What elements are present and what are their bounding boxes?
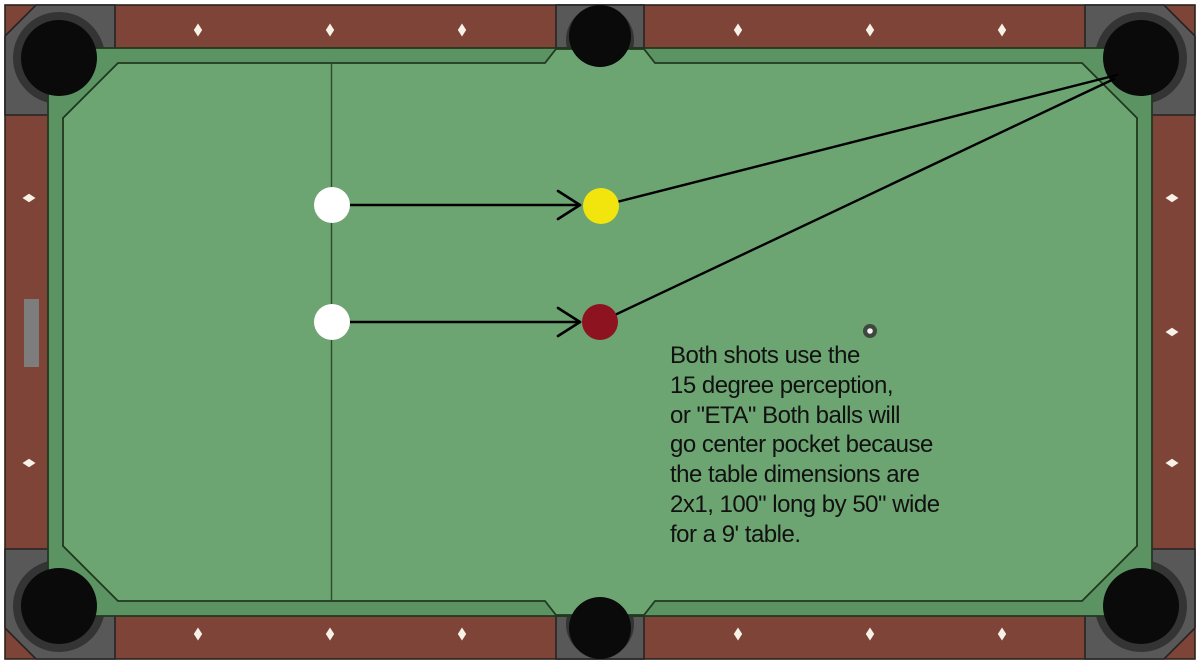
pocket-side-bottom <box>569 597 631 659</box>
object-ball-red <box>582 304 618 340</box>
pocket-side-top <box>569 5 631 67</box>
arrow-head-bottom <box>556 306 582 338</box>
cue-ball-bottom <box>314 304 350 340</box>
annotation-line: for a 9' table. <box>670 521 801 548</box>
arrow-head-top <box>556 189 582 221</box>
cue-arrows <box>332 189 582 338</box>
rail-name-plate <box>24 299 39 367</box>
pocket-top-right <box>1103 20 1179 96</box>
annotation-line: the table dimensions are <box>670 461 920 488</box>
pocket-top-left <box>21 20 97 96</box>
pocket-bottom-left <box>21 568 97 644</box>
annotation-block: Both shots use the 15 degree perception,… <box>670 342 940 548</box>
pocket-bottom-right <box>1103 568 1179 644</box>
annotation-line: go center pocket because <box>670 431 933 458</box>
annotation-line: 15 degree perception, <box>670 372 893 399</box>
shot-line-red-to-pocket <box>598 77 1116 324</box>
shot-line-yellow-to-pocket <box>599 73 1119 208</box>
small-ball-marker-icon <box>863 324 877 338</box>
object-ball-yellow <box>583 188 619 224</box>
marker-center <box>867 328 873 334</box>
shot-lines <box>598 73 1119 324</box>
annotation-line: 2x1, 100" long by 50" wide <box>670 491 940 518</box>
pockets <box>21 5 1179 659</box>
annotation-line: or "ETA" Both balls will <box>670 402 900 429</box>
annotation-line: Both shots use the <box>670 342 860 369</box>
cue-ball-top <box>314 187 350 223</box>
